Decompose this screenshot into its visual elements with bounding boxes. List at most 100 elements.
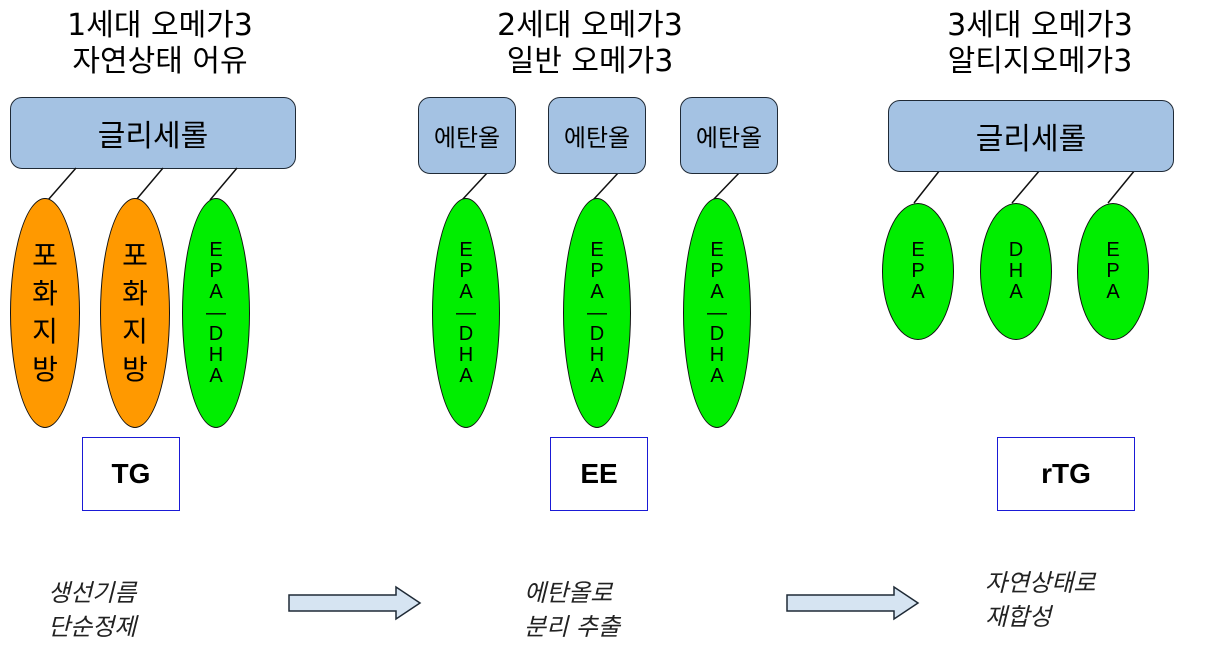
chain-letter: A <box>209 364 223 387</box>
gen2-note-line1: 에탄올로 <box>524 579 613 607</box>
chain-letter: D <box>1008 239 1024 261</box>
chain-letter: 포 <box>122 240 148 271</box>
chain-letter: H <box>1008 260 1024 282</box>
chain-letter: 화 <box>32 278 58 309</box>
chain-letter: A <box>590 280 604 303</box>
chain-letter: A <box>459 280 473 303</box>
gen3-glycerol-label: 글리세롤 <box>975 122 1087 157</box>
gen1-note-line2: 단순정제 <box>48 613 137 641</box>
arrow-shape <box>786 585 920 621</box>
gen3-note-line2: 재합성 <box>985 603 1052 631</box>
gen3-epa-chain-2: E P A <box>1077 203 1149 340</box>
gen3-bond-1 <box>913 169 941 204</box>
gen2-epa-dha-chain-3: E P A — D H A <box>683 198 751 428</box>
gen1-type-box: TG <box>82 437 180 511</box>
chain-letter: H <box>709 343 725 366</box>
chain-letter: E <box>1106 239 1120 261</box>
chain-letter: E <box>459 238 473 261</box>
gen3-glycerol-backbone: 글리세롤 <box>888 100 1174 172</box>
gen3-title-line1: 3세대 오메가3 <box>947 8 1133 43</box>
chain-letter: P <box>1106 260 1120 282</box>
gen2-title-line2: 일반 오메가3 <box>506 44 674 79</box>
chain-letter: P <box>590 259 604 282</box>
gen2-type-label: EE <box>580 458 618 489</box>
gen1-saturated-fat-chain-2: 포 화 지 방 <box>100 198 170 428</box>
gen1-bond-1 <box>47 167 77 201</box>
gen2-title: 2세대 오메가3 일반 오메가3 <box>460 8 720 80</box>
gen2-type-box: EE <box>550 437 648 511</box>
gen3-epa-chain-1: E P A <box>882 203 954 340</box>
gen1-note: 생선기름 단순정제 <box>48 576 136 644</box>
chain-letter: H <box>208 343 224 366</box>
gen2-ethanol-label: 에탄올 <box>563 124 631 152</box>
chain-letter: E <box>590 238 604 261</box>
gen3-note: 자연상태로 재합성 <box>985 566 1095 634</box>
gen3-type-box: rTG <box>997 437 1135 511</box>
chain-letter: P <box>209 259 223 282</box>
gen1-type-label: TG <box>111 458 151 489</box>
chain-letter: 방 <box>122 354 148 385</box>
gen2-note: 에탄올로 분리 추출 <box>524 576 620 644</box>
gen3-note-line1: 자연상태로 <box>985 569 1096 597</box>
gen2-epa-dha-chain-2: E P A — D H A <box>563 198 631 428</box>
arrow-shape <box>288 585 422 621</box>
chain-letter: A <box>710 364 724 387</box>
gen2-bond-1 <box>461 171 489 201</box>
gen2-ethanol-backbone-2: 에탄올 <box>548 97 646 174</box>
chain-letter: H <box>589 343 605 366</box>
chain-letter: A <box>590 364 604 387</box>
gen2-title-line1: 2세대 오메가3 <box>497 8 683 43</box>
process-arrow-1 <box>288 585 422 621</box>
chain-letter: 지 <box>122 316 148 347</box>
chain-letter: E <box>710 238 724 261</box>
gen3-bond-3 <box>1107 169 1136 204</box>
gen2-note-line2: 분리 추출 <box>524 613 620 641</box>
chain-letter: 방 <box>32 354 58 385</box>
gen2-bond-2 <box>592 171 620 201</box>
gen2-epa-dha-chain-1: E P A — D H A <box>432 198 500 428</box>
gen1-note-line1: 생선기름 <box>48 579 137 607</box>
chain-letter: D <box>589 322 605 345</box>
gen2-ethanol-label: 에탄올 <box>695 124 763 152</box>
chain-letter: E <box>209 238 223 261</box>
chain-letter: E <box>911 239 925 261</box>
chain-letter: A <box>1106 281 1120 303</box>
gen1-bond-2 <box>135 167 164 201</box>
chain-letter: D <box>208 322 224 345</box>
chain-letter: D <box>458 322 474 345</box>
gen3-title: 3세대 오메가3 알티지오메가3 <box>910 8 1170 80</box>
chain-letter: — <box>587 301 607 324</box>
chain-letter: A <box>710 280 724 303</box>
gen2-bond-3 <box>712 171 741 201</box>
chain-letter: D <box>709 322 725 345</box>
chain-letter: 화 <box>122 278 148 309</box>
chain-letter: 지 <box>32 316 58 347</box>
chain-letter: A <box>911 281 925 303</box>
gen2-ethanol-backbone-3: 에탄올 <box>680 97 778 174</box>
gen1-glycerol-backbone: 글리세롤 <box>10 97 296 169</box>
chain-letter: A <box>459 364 473 387</box>
gen3-dha-chain: D H A <box>980 203 1052 340</box>
gen1-title-line2: 자연상태 어유 <box>72 44 248 79</box>
gen2-ethanol-label: 에탄올 <box>433 124 501 152</box>
chain-letter: H <box>458 343 474 366</box>
gen1-title-line1: 1세대 오메가3 <box>67 8 253 43</box>
gen3-bond-2 <box>1011 169 1041 204</box>
gen1-bond-3 <box>209 167 238 201</box>
chain-letter: — <box>206 301 226 324</box>
gen1-epa-dha-chain: E P A — D H A <box>182 198 250 428</box>
chain-letter: 포 <box>32 240 58 271</box>
gen1-glycerol-label: 글리세롤 <box>97 119 209 154</box>
chain-letter: — <box>456 301 476 324</box>
gen1-saturated-fat-chain-1: 포 화 지 방 <box>10 198 80 428</box>
gen3-title-line2: 알티지오메가3 <box>947 44 1133 79</box>
chain-letter: P <box>710 259 724 282</box>
chain-letter: P <box>911 260 925 282</box>
chain-letter: P <box>459 259 473 282</box>
chain-letter: A <box>209 280 223 303</box>
gen3-type-label: rTG <box>1041 458 1091 489</box>
chain-letter: A <box>1009 281 1023 303</box>
chain-letter: — <box>707 301 727 324</box>
gen1-title: 1세대 오메가3 자연상태 어유 <box>30 8 290 80</box>
